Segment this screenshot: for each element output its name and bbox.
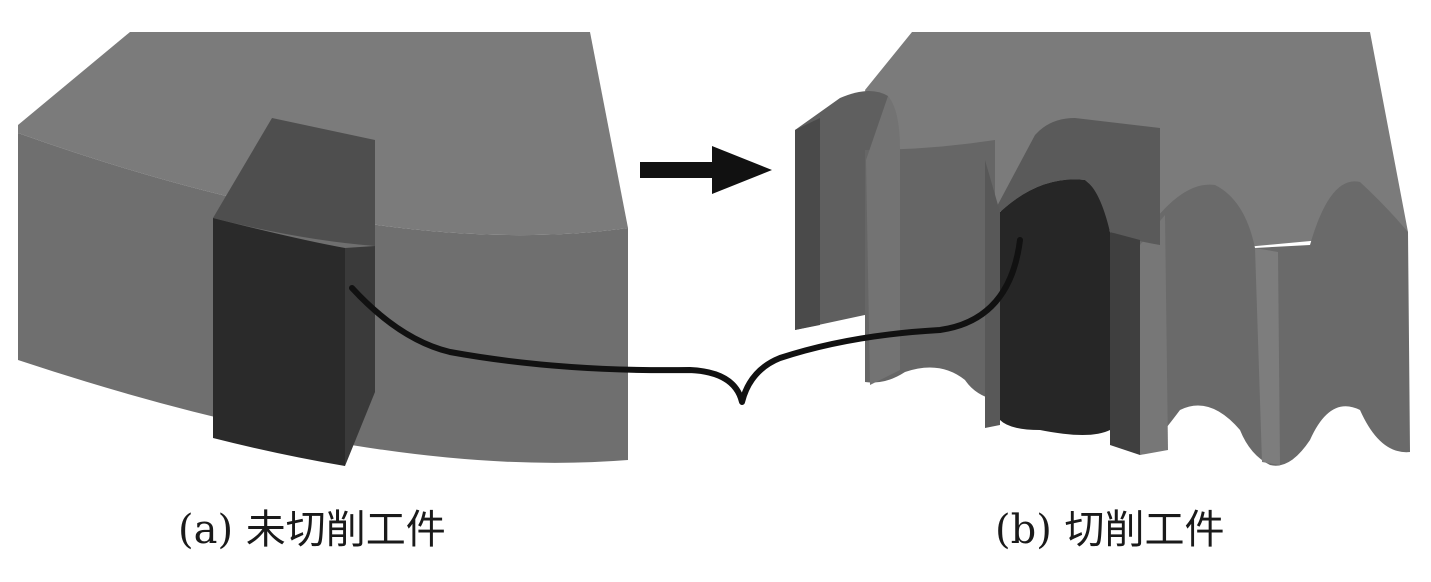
- arrow-head: [712, 146, 772, 194]
- cut-left-slab-face: [795, 118, 820, 330]
- cut-tooth-top: [995, 118, 1160, 245]
- cut-slot-left-panel: [985, 160, 1000, 428]
- caption-cut-workpiece: (b) 切削工件: [995, 507, 1225, 553]
- tooth-flank-1: [1255, 248, 1280, 465]
- cut-slot-side: [1110, 232, 1140, 455]
- arrow-shaft: [640, 162, 722, 178]
- caption-uncut-workpiece: (a) 未切削工件: [178, 507, 446, 553]
- cut-middle-inner: [866, 96, 900, 385]
- uncut-workpiece: [18, 32, 628, 466]
- connector-brace: [349, 237, 1023, 405]
- cut-workpiece: [795, 32, 1410, 466]
- cutter-block-top: [213, 118, 375, 246]
- transform-arrow: [640, 146, 772, 194]
- tooth-flank-2: [1140, 215, 1168, 455]
- cutter-block-front: [213, 218, 345, 466]
- cut-dark-slot: [1000, 179, 1110, 435]
